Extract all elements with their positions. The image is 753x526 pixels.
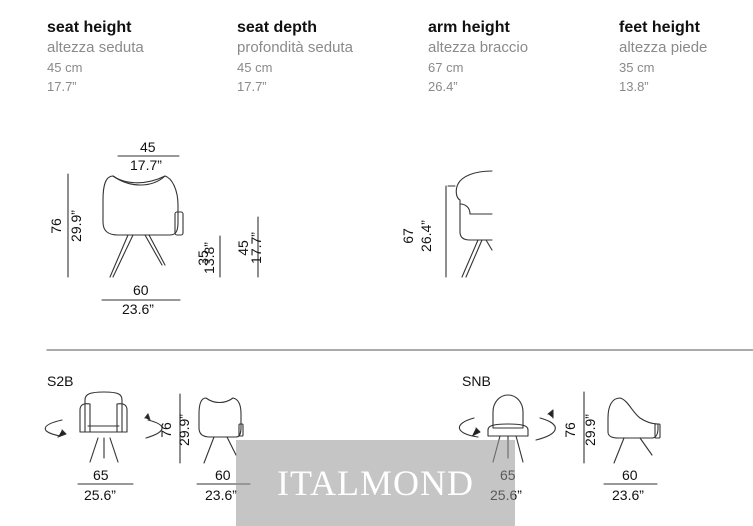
spec-inch: 17.7” bbox=[237, 79, 267, 94]
spec-title: seat height bbox=[47, 19, 132, 36]
dim-seat-in: 17.7” bbox=[247, 232, 264, 264]
variant-code-s2b: S2B bbox=[47, 373, 74, 389]
s2b-side-in: 23.6” bbox=[205, 487, 237, 503]
spec-seat-height: seat height altezza seduta 45 cm 17.7” bbox=[47, 18, 227, 96]
dim-width-in: 23.6” bbox=[122, 301, 154, 317]
spec-seat-depth: seat depth profondità seduta 45 cm 17.7” bbox=[237, 18, 417, 96]
snb-side-in: 23.6” bbox=[612, 487, 644, 503]
s2b-side-cm: 60 bbox=[215, 467, 231, 483]
spec-arm-height: arm height altezza braccio 67 cm 26.4” bbox=[428, 18, 608, 96]
dim-feet-in: 13.8” bbox=[200, 242, 217, 274]
s2b-front-chair bbox=[79, 391, 128, 463]
spec-cm: 35 cm bbox=[619, 60, 655, 75]
dim-top-in: 17.7” bbox=[130, 157, 162, 173]
s2b-front-cm: 65 bbox=[93, 467, 109, 483]
snb-side-chair bbox=[607, 397, 661, 464]
s2b-height-in: 29.9” bbox=[175, 414, 192, 446]
dim-height-in: 29.9” bbox=[67, 210, 84, 242]
spec-cm: 45 cm bbox=[47, 60, 83, 75]
spec-title: seat depth bbox=[237, 19, 318, 36]
s2b-height-cm: 76 bbox=[157, 422, 174, 438]
spec-inch: 26.4” bbox=[428, 79, 458, 94]
arm-view-chair bbox=[447, 170, 493, 278]
spec-subtitle: altezza seduta bbox=[47, 39, 144, 56]
variant-code-snb: SNB bbox=[462, 373, 491, 389]
dim-arm-in: 26.4” bbox=[417, 220, 434, 252]
watermark-text: ITALMOND bbox=[276, 463, 475, 503]
s2b-side-chair bbox=[198, 397, 244, 464]
side-view-chair bbox=[102, 175, 184, 278]
spec-feet-height: feet height altezza piede 35 cm 13.8” bbox=[619, 18, 753, 96]
spec-title: feet height bbox=[619, 19, 700, 36]
dim-width-cm: 60 bbox=[133, 282, 149, 298]
snb-height-in: 29.9” bbox=[581, 414, 598, 446]
spec-subtitle: profondità seduta bbox=[237, 39, 353, 56]
snb-side-cm: 60 bbox=[622, 467, 638, 483]
dim-arm-cm: 67 bbox=[399, 228, 416, 244]
watermark-box: ITALMOND bbox=[236, 440, 515, 526]
dim-height-cm: 76 bbox=[47, 218, 64, 234]
spec-inch: 17.7” bbox=[47, 79, 77, 94]
snb-height-cm: 76 bbox=[561, 422, 578, 438]
spec-subtitle: altezza piede bbox=[619, 39, 708, 56]
spec-inch: 13.8” bbox=[619, 79, 649, 94]
spec-title: arm height bbox=[428, 19, 510, 36]
spec-subtitle: altezza braccio bbox=[428, 39, 529, 56]
dim-top-cm: 45 bbox=[140, 139, 156, 155]
s2b-front-in: 25.6” bbox=[84, 487, 116, 503]
spec-cm: 67 cm bbox=[428, 60, 464, 75]
spec-cm: 45 cm bbox=[237, 60, 273, 75]
